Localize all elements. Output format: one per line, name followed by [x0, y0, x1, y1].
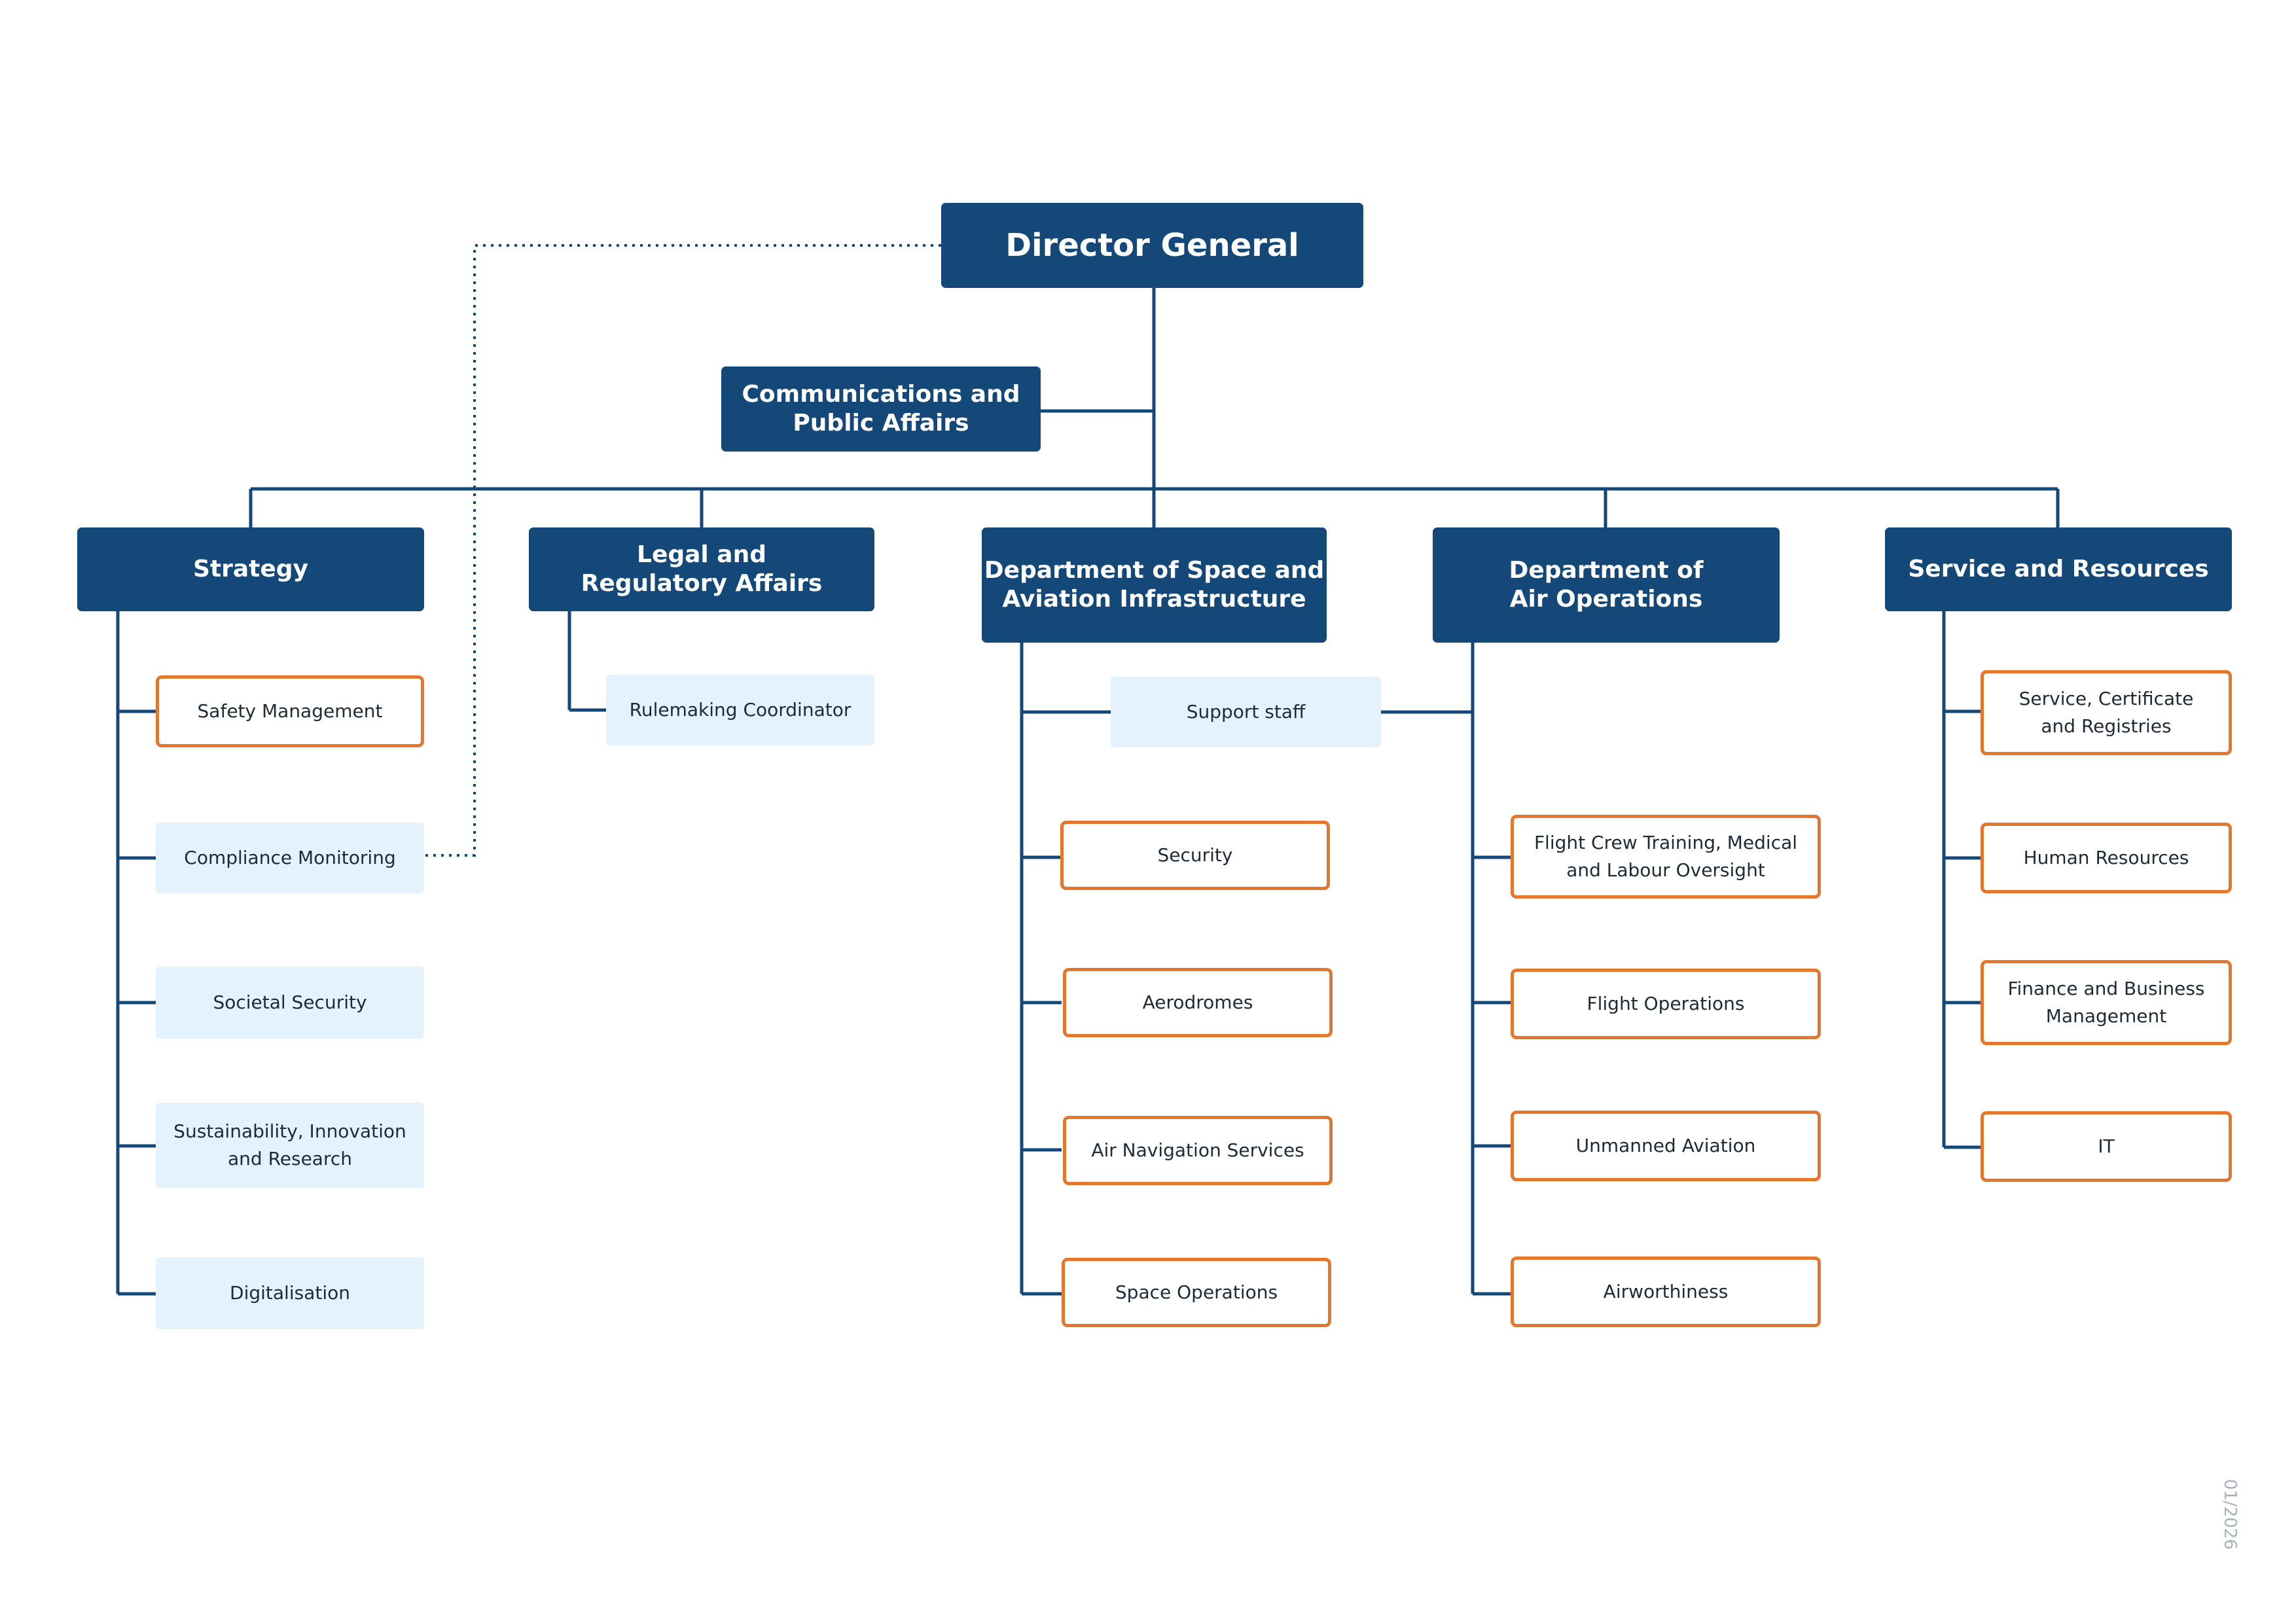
unit-label: Air Navigation Services [1091, 1139, 1304, 1161]
communications-box: Communications and Public Affairs [721, 366, 1041, 452]
legal-label: Legal and Regulatory Affairs [581, 541, 823, 597]
unit-compliance-monitoring: Compliance Monitoring [156, 823, 424, 893]
unit-safety-management: Safety Management [156, 675, 424, 747]
footer-date: 01/2026 [2220, 1479, 2240, 1550]
unit-service-certificate: Service, Certificate and Registries [1981, 670, 2232, 755]
unit-airworthiness: Airworthiness [1511, 1257, 1821, 1327]
service-box: Service and Resources [1885, 527, 2232, 611]
unit-human-resources: Human Resources [1981, 823, 2232, 893]
unit-label: Human Resources [2023, 847, 2189, 868]
unit-flight-crew-training: Flight Crew Training, Medical and Labour… [1511, 815, 1821, 899]
unit-label: Sustainability, Innovation and Research [173, 1120, 406, 1169]
space-department-label: Department of Space and Aviation Infrast… [984, 557, 1325, 613]
air-department-box: Department of Air Operations [1433, 527, 1780, 643]
director-general-box: Director General [941, 203, 1363, 288]
space-department-box: Department of Space and Aviation Infrast… [982, 527, 1327, 643]
unit-unmanned-aviation: Unmanned Aviation [1511, 1111, 1821, 1181]
unit-air-navigation-services: Air Navigation Services [1063, 1116, 1333, 1185]
unit-security: Security [1060, 821, 1330, 890]
unit-flight-operations: Flight Operations [1511, 969, 1821, 1039]
unit-label: Rulemaking Coordinator [629, 699, 852, 721]
unit-label: Societal Security [213, 991, 367, 1013]
unit-label: Service, Certificate and Registries [2018, 688, 2194, 737]
unit-label: Safety Management [197, 700, 383, 722]
unit-finance: Finance and Business Management [1981, 960, 2232, 1045]
unit-space-operations: Space Operations [1062, 1258, 1331, 1327]
communications-label: Communications and Public Affairs [742, 381, 1020, 437]
unit-digitalisation: Digitalisation [156, 1257, 424, 1329]
unit-label: Space Operations [1115, 1281, 1278, 1303]
unit-label: Unmanned Aviation [1575, 1135, 1756, 1156]
unit-label: Compliance Monitoring [184, 847, 396, 868]
unit-label: IT [2098, 1135, 2115, 1157]
unit-sustainability: Sustainability, Innovation and Research [156, 1103, 424, 1188]
unit-label: Digitalisation [230, 1282, 350, 1304]
unit-label: Finance and Business Management [2007, 978, 2205, 1027]
unit-it: IT [1981, 1111, 2232, 1182]
unit-label: Security [1157, 844, 1233, 866]
unit-label: Flight Operations [1587, 993, 1745, 1014]
legal-box: Legal and Regulatory Affairs [529, 527, 874, 611]
unit-label: Flight Crew Training, Medical and Labour… [1534, 832, 1798, 881]
air-department-label: Department of Air Operations [1509, 557, 1704, 613]
strategy-box: Strategy [77, 527, 424, 611]
unit-aerodromes: Aerodromes [1063, 968, 1333, 1037]
unit-societal-security: Societal Security [156, 967, 424, 1039]
director-general-label: Director General [1005, 227, 1299, 264]
service-label: Service and Resources [1908, 556, 2209, 582]
unit-support-staff: Support staff [1111, 677, 1381, 747]
unit-rulemaking-coordinator: Rulemaking Coordinator [606, 675, 874, 745]
unit-label: Support staff [1186, 701, 1306, 722]
unit-label: Airworthiness [1603, 1281, 1729, 1302]
strategy-label: Strategy [192, 556, 309, 582]
unit-label: Aerodromes [1142, 991, 1253, 1013]
